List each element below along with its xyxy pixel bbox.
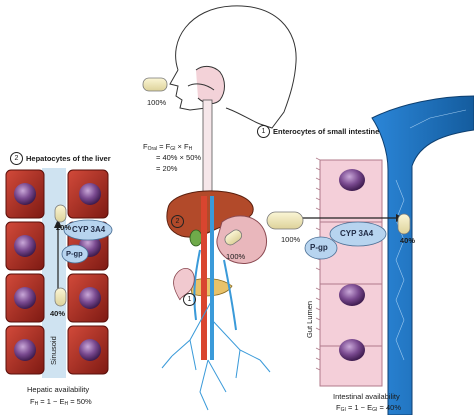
blood-vessel <box>371 95 474 415</box>
intestinal-availability-title: Intestinal availability <box>333 392 400 401</box>
head-outline <box>169 5 297 129</box>
intestine-title-text: Enterocytes of small intestine <box>273 127 380 137</box>
liver-cyp-label: CYP 3A4 <box>72 225 106 234</box>
intestine-pill-percent: 100% <box>281 235 301 244</box>
liver-pgp-blob <box>61 244 89 264</box>
hepatic-availability-title: Hepatic availability <box>27 385 90 394</box>
intestine-step-badge: 1 <box>257 125 270 139</box>
liver-cyp-blob <box>63 219 113 241</box>
liver-panel-art <box>5 168 113 378</box>
organ-pill-percent: 100% <box>226 252 246 261</box>
intestine-pgp-blob <box>304 236 338 260</box>
gallbladder-shape <box>189 229 203 247</box>
organ-step-liver-badge: 2 <box>171 214 187 230</box>
liver-pill-bottom-icon <box>54 287 67 307</box>
intestine-pgp-label: P-gp <box>310 243 328 252</box>
sinusoid-channel <box>42 168 66 378</box>
gut-lumen-label: Gut Lumen <box>305 300 314 338</box>
pill-mouth-icon <box>142 77 168 92</box>
liver-step-badge: 2 <box>10 152 23 166</box>
intestine-pill-in-icon <box>266 211 304 230</box>
liver-percent-top: 20% <box>56 223 72 232</box>
liver-pill-top-icon <box>54 204 67 223</box>
intestinal-availability-formula: FGI = 1 − EGI = 40% <box>336 403 401 413</box>
intestine-cyp-label: CYP 3A4 <box>340 229 374 238</box>
liver-pgp-label: P-gp <box>66 249 83 258</box>
intestine-panel-art <box>266 95 474 415</box>
formula-line-1: FOral = FGI × FH <box>143 142 193 152</box>
enterocytes <box>315 157 383 387</box>
intestine-percent-out: 40% <box>400 236 416 245</box>
sinusoid-label: Sinusoid <box>49 336 58 365</box>
intestine-cyp-blob <box>329 221 387 247</box>
hepatocytes-left <box>5 169 45 375</box>
hepatic-availability-formula: FH = 1 − EH = 50% <box>30 397 92 407</box>
hepatocytes-right <box>67 169 109 375</box>
liver-percent-bottom: 40% <box>50 309 66 318</box>
liver-title-text: Hepatocytes of the liver <box>26 154 111 164</box>
formula-line-3: = 20% <box>156 164 178 173</box>
mesenteric-vessels <box>161 299 271 411</box>
esophagus <box>202 99 213 197</box>
pill-organ-icon <box>224 229 243 246</box>
intestine-pill-out-icon <box>397 213 411 235</box>
stomach-shape <box>216 215 268 264</box>
organ-step-intestine-badge: 1 <box>183 292 199 308</box>
organs-illustration <box>161 190 271 411</box>
pill-mouth-percent: 100% <box>147 98 167 107</box>
formula-line-2: = 40% × 50% <box>156 153 202 162</box>
